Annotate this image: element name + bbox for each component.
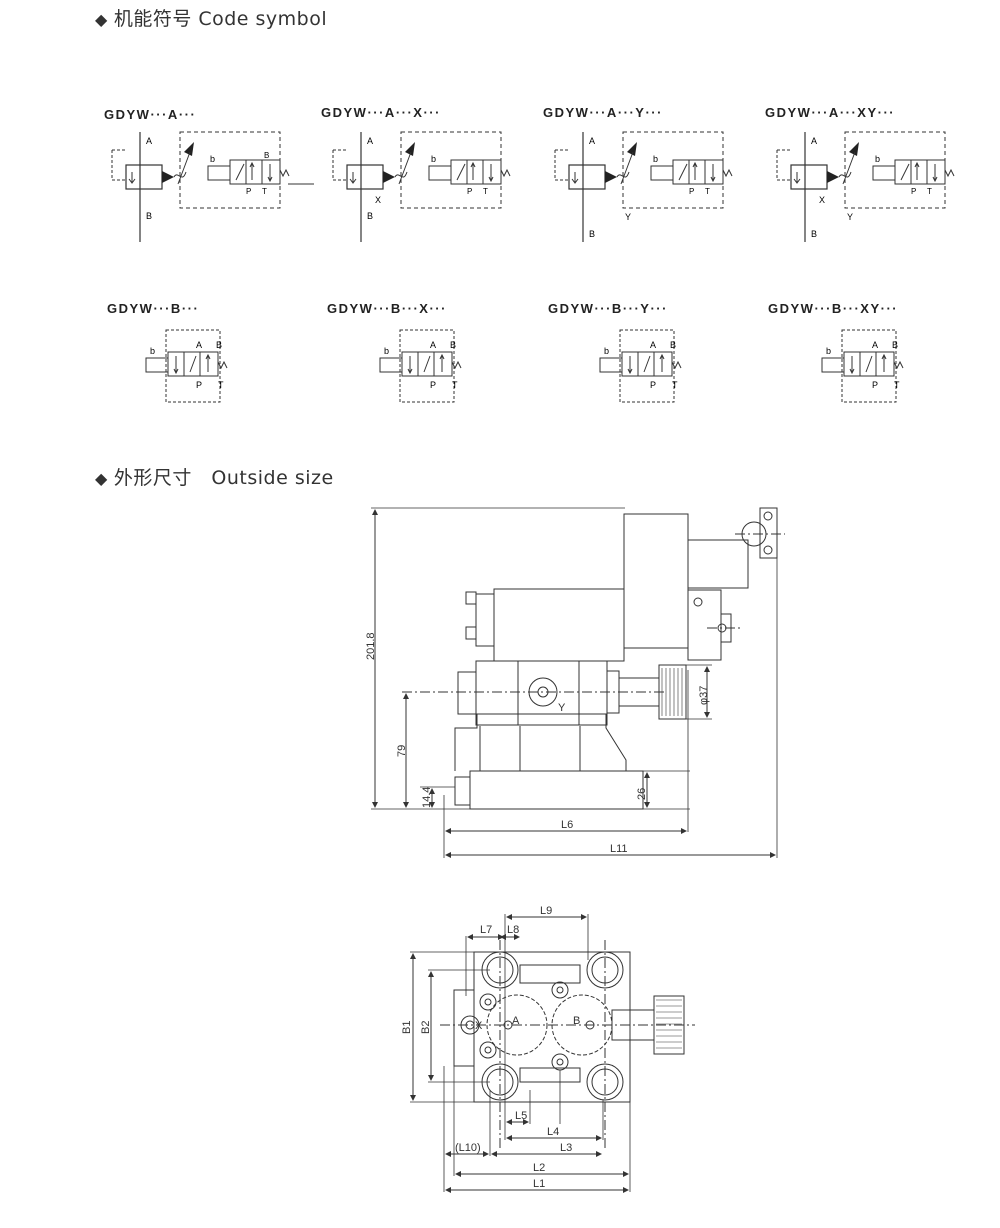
- dim-height-label: 201.8: [365, 632, 377, 660]
- port-x-label: X: [819, 195, 825, 205]
- top-view-drawing: [410, 914, 695, 1193]
- port-a-label: A: [146, 136, 152, 146]
- dim-l6-label: L6: [561, 819, 573, 831]
- port-b-label: B: [892, 340, 898, 350]
- symbol-b-1-diagram: b A B P T: [145, 329, 228, 403]
- port-b-label: B: [573, 1015, 580, 1027]
- symbol-a-1-diagram: A B b B P T: [111, 131, 314, 243]
- port-b-label: B: [589, 229, 595, 239]
- dim-sub-label: 26: [636, 788, 648, 800]
- diamond-bullet-icon: ◆: [95, 10, 108, 29]
- valve-b-label: B: [264, 151, 269, 160]
- port-a-label: A: [589, 136, 595, 146]
- solenoid-b-label: b: [384, 346, 389, 356]
- port-a-label: A: [430, 340, 436, 350]
- dim-l8-label: L8: [507, 924, 519, 936]
- port-a-label: A: [512, 1015, 520, 1027]
- port-t-label: T: [483, 187, 488, 196]
- port-p-label: P: [689, 187, 694, 196]
- port-t-label: T: [218, 380, 224, 390]
- port-p-label: P: [911, 187, 916, 196]
- port-a-label: A: [196, 340, 202, 350]
- port-p-label: P: [467, 187, 472, 196]
- port-b-label: B: [450, 340, 456, 350]
- port-p-label: P: [246, 187, 251, 196]
- port-t-label: T: [894, 380, 900, 390]
- port-p-label: P: [872, 380, 878, 390]
- dim-l5-label: L5: [515, 1110, 527, 1122]
- dim-l7-label: L7: [480, 924, 492, 936]
- dim-l11-label: L11: [610, 843, 628, 855]
- solenoid-b-label: b: [826, 346, 831, 356]
- port-p-label: P: [430, 380, 436, 390]
- outside-size-heading: ◆ 外形尺寸 Outside size: [95, 463, 334, 490]
- code-symbol-title: 机能符号 Code symbol: [113, 8, 328, 30]
- port-a-label: A: [650, 340, 656, 350]
- port-t-label: T: [705, 187, 710, 196]
- code-symbol-heading: ◆ 机能符号 Code symbol: [95, 4, 327, 31]
- port-x-label: X: [475, 1020, 483, 1032]
- port-a-label: A: [872, 340, 878, 350]
- symbol-a-3-diagram: A B Y b P T: [554, 131, 733, 243]
- symbol-b-4-diagram: b A B P T: [821, 329, 904, 403]
- dim-l10-label: (L10): [455, 1142, 481, 1154]
- port-t-label: T: [262, 187, 267, 196]
- solenoid-b-label: b: [431, 154, 436, 164]
- symbol-code: GDYW···A···: [104, 107, 197, 122]
- symbol-b-2-diagram: b A B P T: [379, 329, 462, 403]
- port-b-label: B: [216, 340, 222, 350]
- symbol-code: GDYW···A···Y···: [543, 105, 663, 120]
- dim-l1-label: L1: [533, 1178, 545, 1190]
- symbol-code: GDYW···A···XY···: [765, 105, 896, 120]
- port-y-label: Y: [625, 212, 631, 222]
- dim-l9-label: L9: [540, 905, 552, 917]
- port-b-label: B: [367, 211, 373, 221]
- dim-axis-label: 79: [396, 745, 408, 757]
- port-y-label: Y: [847, 212, 853, 222]
- port-b-label: B: [146, 211, 152, 221]
- solenoid-b-label: b: [875, 154, 880, 164]
- symbol-code: GDYW···B···: [107, 301, 200, 316]
- dim-l3-label: L3: [560, 1142, 572, 1154]
- port-t-label: T: [672, 380, 678, 390]
- symbol-code: GDYW···B···X···: [327, 301, 447, 316]
- symbol-code: GDYW···B···Y···: [548, 301, 668, 316]
- solenoid-b-label: b: [653, 154, 658, 164]
- port-b-label: B: [670, 340, 676, 350]
- dim-b1-label: B1: [401, 1021, 413, 1034]
- dim-b2-label: B2: [420, 1021, 432, 1034]
- outside-size-title: 外形尺寸 Outside size: [113, 467, 334, 489]
- side-view-labels: 201.8 79 14.4 26 φ37 L6 L11 Y: [365, 632, 710, 855]
- side-view-drawing: [371, 507, 785, 858]
- port-p-label: P: [196, 380, 202, 390]
- solenoid-b-label: b: [210, 154, 215, 164]
- symbol-b-3-diagram: b A B P T: [599, 329, 682, 403]
- port-a-label: A: [811, 136, 817, 146]
- port-b-label: B: [811, 229, 817, 239]
- solenoid-b-label: b: [150, 346, 155, 356]
- port-t-label: T: [927, 187, 932, 196]
- symbol-a-4-diagram: A B X Y b P T: [776, 131, 955, 243]
- solenoid-b-label: b: [604, 346, 609, 356]
- port-x-label: X: [375, 195, 381, 205]
- port-y-label: Y: [558, 702, 566, 714]
- dim-diameter-label: φ37: [698, 686, 710, 705]
- symbol-a-2-diagram: A B X b P T: [332, 131, 511, 243]
- symbol-code: GDYW···B···XY···: [768, 301, 899, 316]
- port-t-label: T: [452, 380, 458, 390]
- dim-l2-label: L2: [533, 1162, 545, 1174]
- dim-base-label: 14.4: [421, 787, 433, 808]
- symbol-code: GDYW···A···X···: [321, 105, 441, 120]
- dim-l4-label: L4: [547, 1126, 559, 1138]
- top-view-labels: L9 L7 L8 B1 B2 L5 L4 L3 (L10) L2 L1 X A …: [401, 905, 580, 1190]
- port-p-label: P: [650, 380, 656, 390]
- port-a-label: A: [367, 136, 373, 146]
- diamond-bullet-icon: ◆: [95, 469, 108, 488]
